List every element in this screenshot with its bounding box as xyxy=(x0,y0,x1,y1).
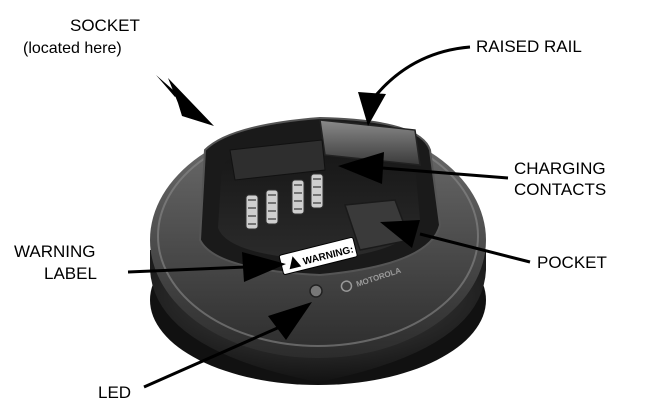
warning-label-arrowhead xyxy=(242,252,286,282)
charging-contacts-leader xyxy=(381,166,509,180)
pocket-arrowhead xyxy=(380,220,420,248)
led-leader xyxy=(143,324,283,389)
raised-rail-leader xyxy=(370,45,471,101)
charging-contacts xyxy=(245,173,324,230)
brand-logo-icon xyxy=(340,280,353,292)
callout-arrows xyxy=(127,45,531,389)
warning-label-leader xyxy=(127,265,247,274)
socket-label: SOCKET xyxy=(70,16,140,35)
raised-rail xyxy=(319,119,421,166)
charging-contacts-label-line2: CONTACTS xyxy=(514,180,606,199)
socket-sub-label: (located here) xyxy=(23,40,122,57)
led-arrowhead xyxy=(268,302,312,340)
contact-3 xyxy=(291,179,305,215)
pocket-label: POCKET xyxy=(537,253,607,272)
charging-contacts-arrowhead xyxy=(338,152,384,184)
socket-arrowhead xyxy=(168,78,214,126)
rail-front-wall xyxy=(229,139,326,181)
led-label: LED xyxy=(98,383,131,402)
pocket-leader xyxy=(419,232,531,264)
raised-rail-arrowhead xyxy=(358,92,386,126)
callout-labels: SOCKET (located here) RAISED RAIL CHARGI… xyxy=(14,16,607,402)
contact-4 xyxy=(310,173,324,209)
led-indicator xyxy=(309,284,323,298)
contact-2 xyxy=(265,189,279,225)
warning-label-line2: LABEL xyxy=(44,264,97,283)
charging-contacts-label-line1: CHARGING xyxy=(514,159,606,178)
warning-label-line1: WARNING xyxy=(14,242,96,261)
warning-triangle-icon xyxy=(289,256,302,270)
contact-1 xyxy=(245,194,259,230)
raised-rail-label: RAISED RAIL xyxy=(476,37,582,56)
